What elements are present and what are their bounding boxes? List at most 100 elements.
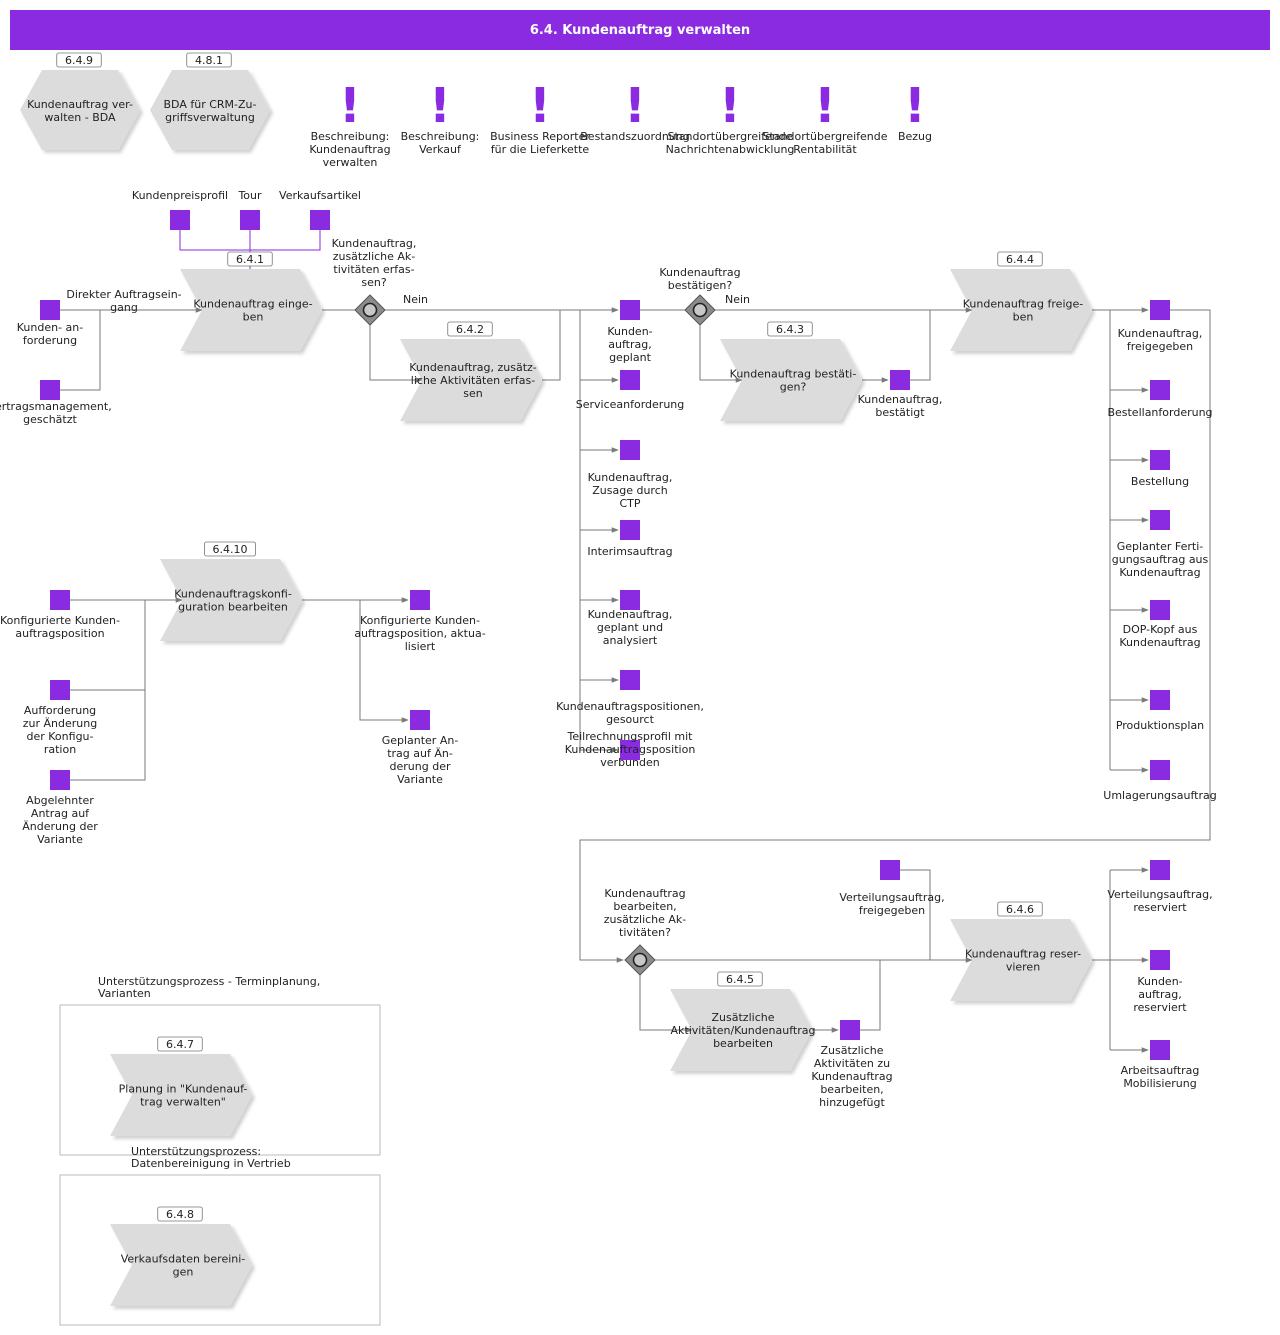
object-label: Kundenauftrag,bestätigt	[858, 393, 943, 419]
process-id-badge	[157, 1206, 203, 1222]
process-interface	[150, 70, 270, 150]
output-object	[620, 370, 640, 390]
object-label: Kundenpreisprofil	[132, 189, 228, 202]
info-label: Bestandszuordnung	[580, 130, 689, 143]
process-id-badge	[157, 1036, 203, 1052]
process-interface	[20, 70, 140, 150]
output-object	[1150, 380, 1170, 400]
object-label: Konfigurierte Kunden-auftragsposition, a…	[354, 614, 485, 653]
info-icon: !	[429, 78, 451, 134]
connector-line	[60, 310, 101, 391]
process-step	[110, 1224, 252, 1306]
process-id-badge	[204, 541, 256, 557]
object-label: Bestellanforderung	[1107, 406, 1212, 419]
output-object	[620, 740, 640, 760]
process-label: Planung in "Kundenauf-trag verwalten"	[119, 1083, 248, 1109]
process-label: Kundenauftrag bestäti-gen?	[730, 368, 857, 394]
process-id-badge	[717, 971, 763, 987]
process-step	[950, 919, 1092, 1001]
group-label: Unterstützungsprozess:Datenbereinigung i…	[131, 1145, 291, 1170]
process-id: 6.4.9	[65, 54, 93, 67]
output-object	[1150, 510, 1170, 530]
object-label: Bestellung	[1131, 475, 1189, 488]
object-label: Vertragsmanagement,geschätzt	[0, 400, 112, 426]
shape-layer: !!!!!!!	[20, 52, 1170, 1326]
process-id: 6.4.7	[166, 1038, 194, 1051]
process-id: 6.4.6	[1006, 903, 1034, 916]
connector-line	[542, 310, 561, 381]
info-label: Bezug	[898, 130, 932, 143]
process-id: 6.4.1	[236, 253, 264, 266]
process-step	[160, 559, 302, 641]
connector-label: Direkter Auftragsein-gang	[66, 288, 181, 314]
info-icon: !	[339, 78, 361, 134]
output-object	[1150, 760, 1170, 780]
process-label: Verkaufsdaten bereini-gen	[121, 1253, 246, 1279]
info-icon: !	[904, 78, 926, 134]
output-object	[890, 370, 910, 390]
object-label: Kundenauftragspositionen,gesourct	[556, 700, 704, 726]
object-label: Verteilungsauftrag,freigegeben	[839, 891, 944, 917]
process-id: 4.8.1	[195, 54, 223, 67]
input-object	[880, 860, 900, 880]
info-icon: !	[624, 78, 646, 134]
process-id: 6.4.2	[456, 323, 484, 336]
group-label: Unterstützungsprozess - Terminplanung,Va…	[98, 975, 320, 1000]
process-label: Kundenauftrag reser-vieren	[965, 948, 1081, 974]
output-object	[620, 590, 640, 610]
process-id-badge	[997, 251, 1043, 267]
output-object	[1150, 300, 1170, 320]
process-id-badge	[447, 321, 493, 337]
connector-line	[900, 869, 931, 960]
object-label: Tour	[237, 189, 262, 202]
process-step	[180, 269, 322, 351]
process-id-badge	[227, 251, 273, 267]
process-label: Kundenauftrag, zusätz-liche Aktivitäten …	[409, 361, 537, 400]
support-group	[59, 1004, 381, 1156]
process-label: Kundenauftragskonfi-guration bearbeiten	[174, 588, 292, 614]
output-object	[1150, 1040, 1170, 1060]
connector-line	[639, 975, 693, 1033]
input-object	[50, 770, 70, 790]
connector-line	[359, 600, 409, 723]
output-object	[1150, 690, 1170, 710]
gateway-marker	[362, 302, 378, 318]
object-label: Serviceanforderung	[576, 398, 685, 411]
process-interface-label: Kundenauftrag ver-walten - BDA	[27, 98, 133, 124]
process-step	[670, 989, 812, 1071]
gateway-marker	[692, 302, 708, 318]
input-object	[40, 300, 60, 320]
input-object	[40, 380, 60, 400]
connector-layer	[60, 230, 1211, 1053]
output-object	[620, 520, 640, 540]
input-object	[50, 590, 70, 610]
process-label: Kundenauftrag freige-ben	[963, 298, 1084, 324]
process-step	[110, 1054, 252, 1136]
output-object	[410, 590, 430, 610]
input-object	[170, 210, 190, 230]
gateway-marker	[632, 952, 648, 968]
output-object	[1150, 600, 1170, 620]
object-label: Interimsauftrag	[587, 545, 672, 558]
process-id: 6.4.5	[726, 973, 754, 986]
object-label: Kundenauftrag,freigegeben	[1118, 327, 1203, 353]
output-object	[840, 1020, 860, 1040]
process-label: Kundenauftrag einge-ben	[193, 298, 312, 324]
support-group	[59, 1174, 381, 1326]
process-id-badge	[767, 321, 813, 337]
